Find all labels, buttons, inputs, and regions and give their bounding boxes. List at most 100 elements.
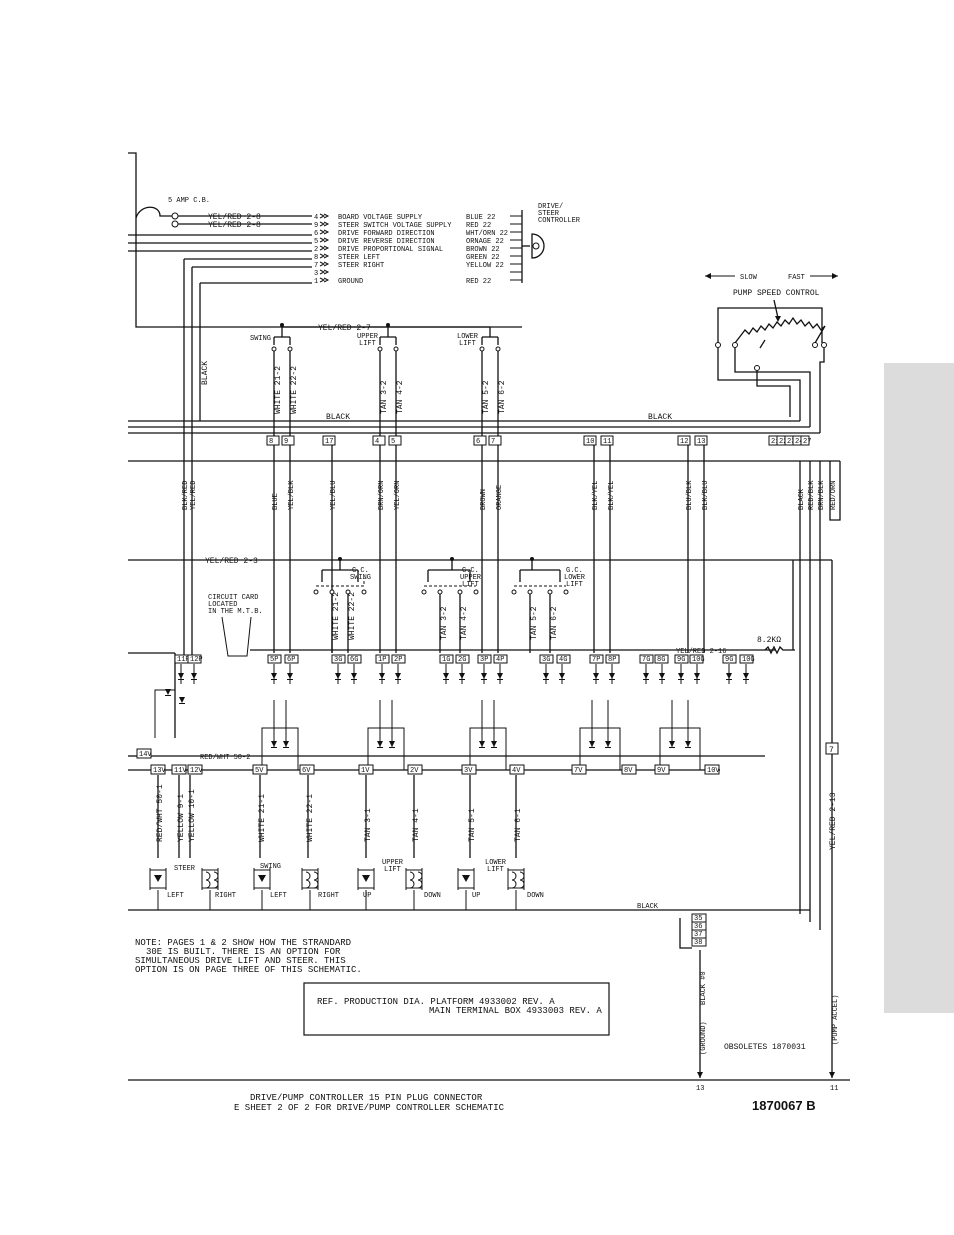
solenoid-coil	[405, 868, 423, 910]
card-output	[299, 764, 315, 775]
card-output-label: 8V	[624, 767, 633, 775]
card-input-label: 10G	[692, 656, 705, 664]
card-input-label: 9G	[677, 656, 685, 664]
left-frame	[128, 152, 850, 1081]
terminal-11	[600, 435, 614, 446]
card-output	[461, 764, 477, 775]
ground-terminal-label: 38	[694, 939, 702, 947]
page-edge-tab	[884, 363, 954, 1013]
card-input	[556, 654, 571, 664]
coil-frame	[457, 868, 475, 890]
breaker-label: 5 AMP C.B.	[168, 197, 210, 205]
card-input	[674, 654, 689, 664]
card-input-label: 4P	[496, 656, 504, 664]
pin-chevron	[319, 221, 330, 227]
lower-solenoid-1: LOWER	[485, 859, 507, 867]
solenoid-coil	[253, 868, 271, 910]
card-input	[391, 654, 406, 664]
card-inner-wire-label: WHITE 22-2	[348, 592, 357, 640]
terminal-8-label: 8	[269, 438, 273, 446]
solenoid-wire-label: TAN 5-1	[468, 808, 477, 842]
pin-wire: ORNAGE 22	[466, 238, 504, 246]
terminal-6-label: 6	[476, 438, 480, 446]
terminal-13	[694, 435, 708, 446]
diode	[543, 673, 549, 679]
note-line-1: NOTE: PAGES 1 & 2 SHOW HOW THE STRANDARD	[135, 938, 351, 948]
wire-color-label: YEL/BLU	[330, 481, 338, 510]
diode	[593, 673, 599, 679]
card-bus-label: YEL/RED 2-3	[205, 557, 258, 566]
card-output	[358, 764, 374, 775]
coil-frame	[301, 868, 319, 890]
footer-line-2: E SHEET 2 OF 2 FOR DRIVE/PUMP CONTROLLER…	[234, 1103, 505, 1113]
pin-number: 3	[314, 270, 318, 278]
diode	[726, 673, 732, 679]
diode	[479, 741, 485, 747]
terminal-14v	[136, 748, 152, 759]
controller-title-3: CONTROLLER	[538, 217, 581, 225]
terminal-24-label: 24	[795, 438, 803, 446]
pin-signal: DRIVE PROPORTIONAL SIGNAL	[338, 246, 443, 254]
diode	[481, 673, 487, 679]
card-output	[621, 764, 637, 775]
gc-lower-3: LIFT	[566, 581, 583, 589]
pin-number: 9	[314, 222, 318, 230]
pin-number: 1	[314, 278, 318, 286]
terminal-13-label: 13	[697, 438, 705, 446]
card-input-label: 3G	[542, 656, 550, 664]
card-output-label: 3V	[464, 767, 473, 775]
upper-wire-label: TAN 4-2	[396, 380, 405, 414]
pump-accel-label: (PUMP ACCEL)	[832, 995, 840, 1045]
pin-number: 2	[314, 246, 318, 254]
card-input	[589, 654, 604, 664]
pin-chevron	[319, 253, 330, 259]
terminal-7-label: 7	[829, 746, 834, 755]
solenoid-coil	[301, 868, 319, 910]
ground-terminal	[691, 937, 707, 947]
card-inner-wire-label: TAN 3-2	[440, 606, 449, 640]
diode	[271, 673, 277, 679]
part-number: 1870067 B	[752, 1098, 816, 1113]
top-switches: YEL/RED 2-7 SWING UPPER LIFT LOWER LIFT	[250, 323, 501, 437]
plug-pin-11: 11	[830, 1085, 838, 1093]
swing-switch-label: SWING	[250, 335, 271, 343]
upper-wire-label: WHITE 21-2	[274, 366, 283, 414]
resistor-label: 8.2KΩ	[757, 636, 781, 645]
pin-wire: WHT/ORN 22	[466, 230, 508, 238]
card-input-label: 4G	[559, 656, 567, 664]
return-wire-label: RED/WHT 50-2	[200, 754, 250, 762]
wire-color-label: BLACK	[798, 488, 806, 510]
terminal-5-label: 5	[391, 438, 395, 446]
coil-frame	[201, 868, 219, 890]
terminal-12	[677, 435, 691, 446]
reference-line-2: MAIN TERMINAL BOX 4933003 REV. A	[429, 1006, 602, 1016]
card-input-label: 5P	[270, 656, 278, 664]
circuit-breaker: 5 AMP C.B. YEL/RED 2-8 YEL/RED 2-8	[135, 197, 312, 230]
ground-terminal-label: 36	[694, 923, 702, 931]
card-input	[689, 654, 704, 664]
card-input	[739, 654, 754, 664]
coil-diode	[362, 875, 370, 882]
pin-chevron	[319, 261, 330, 267]
card-input	[639, 654, 654, 664]
gc-lower-1: G.C.	[566, 567, 583, 575]
card-output	[252, 764, 268, 775]
card-label-2: LOCATED	[208, 601, 237, 609]
wire-color-label: BLK/YEL	[608, 481, 616, 510]
terminal-21-label: 21	[771, 438, 779, 446]
card-input	[267, 654, 282, 664]
coil-frame	[149, 868, 167, 890]
card-output-label: 1V	[361, 767, 370, 775]
diode	[459, 673, 465, 679]
card-inner-wire-label: TAN 6-2	[550, 606, 559, 640]
black-bus-label-1: BLACK	[326, 413, 350, 422]
diode-loop	[579, 727, 621, 770]
card-input-label: 3G	[334, 656, 342, 664]
pin-signal: STEER LEFT	[338, 254, 380, 262]
card-output-label: 12V	[190, 767, 203, 775]
reference-line-1: REF. PRODUCTION DIA. PLATFORM 4933002 RE…	[317, 997, 555, 1007]
diode-loop	[261, 727, 299, 770]
diode-loop-lead	[379, 700, 393, 748]
card-input-label: 7P	[592, 656, 600, 664]
